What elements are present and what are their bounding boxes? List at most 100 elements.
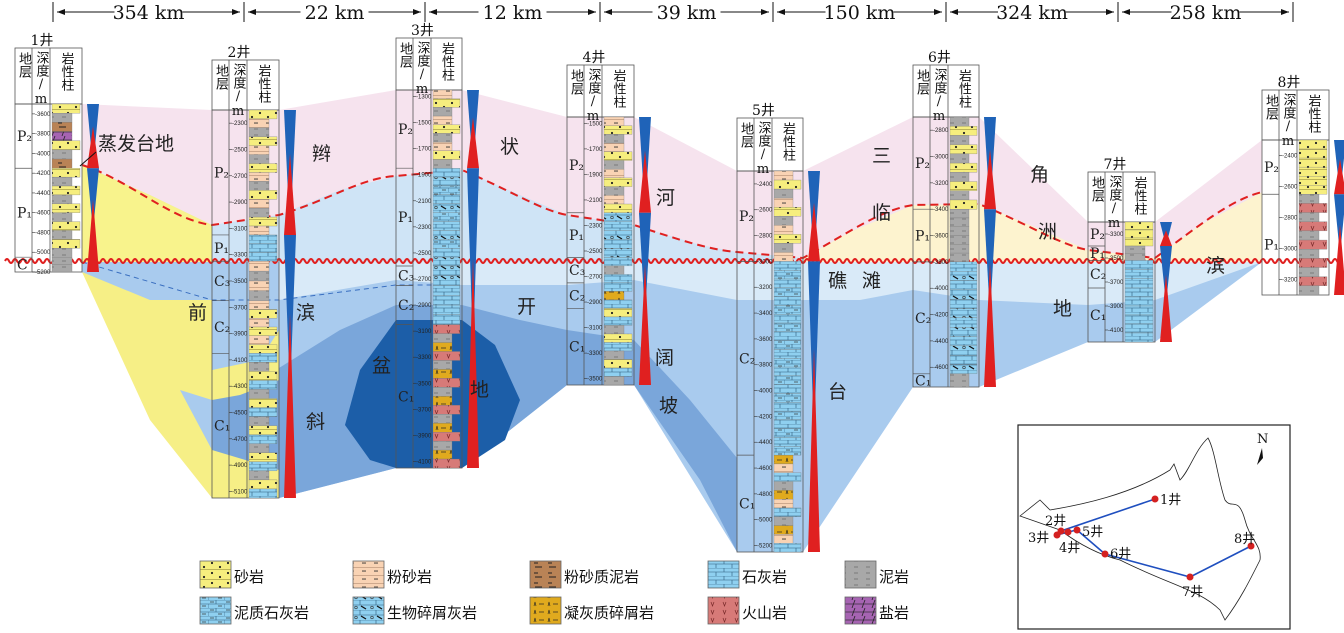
lithology-band-mudstone xyxy=(432,333,453,343)
lithology-band-mudstone xyxy=(949,172,970,182)
lithology-band-sandstone xyxy=(51,168,81,178)
stratum-label: C₁ xyxy=(214,419,230,435)
lithology-band-mudstone xyxy=(51,149,73,160)
depth-label: -2300 xyxy=(232,121,248,127)
depth-label: -2800 xyxy=(1282,216,1298,222)
lithology-band-sandstone xyxy=(432,124,461,134)
lithology-band-sandstone xyxy=(1124,221,1154,231)
column-header-stratum: 地层 xyxy=(397,42,413,69)
lithology-band-mudstone xyxy=(432,107,453,117)
lithology-band-mudstone xyxy=(773,216,794,226)
distance-label: 150 km xyxy=(824,2,896,24)
lithology-band-mudstone xyxy=(248,270,270,282)
depth-label: -3700 xyxy=(232,305,248,311)
lithology-band-limestone xyxy=(949,355,978,365)
lithology-band-sandstone xyxy=(1124,237,1154,247)
lithology-band-salt xyxy=(51,131,73,141)
legend-swatch xyxy=(352,596,385,625)
lithology-band-mudstone xyxy=(248,127,270,137)
lithology-band-mudstone xyxy=(773,516,794,526)
lithology-band-siltstone xyxy=(248,280,270,291)
column-header-depth: 深度/m xyxy=(586,68,602,124)
lithology-band-bioclastic-limestone xyxy=(949,345,978,356)
lithology-band-tuff xyxy=(432,369,453,379)
well-name: 8井 xyxy=(1278,75,1301,91)
map-well-label: 3井 xyxy=(1028,531,1049,546)
lithology-band-siltstone xyxy=(773,170,794,181)
lithology-band-sandstone xyxy=(603,203,633,213)
facies-label: 台 xyxy=(828,381,847,403)
depth-label: -3200 xyxy=(933,181,949,187)
north-label: N xyxy=(1257,432,1268,447)
lithology-band-mudstone xyxy=(1298,267,1320,277)
lithology-band-mudstone xyxy=(603,376,625,386)
lithology-band-limestone xyxy=(949,261,978,272)
legend-swatch xyxy=(844,596,877,625)
column-header-depth: 深度/m xyxy=(1281,93,1297,149)
column-header-depth: 深度/m xyxy=(231,63,247,119)
distance-label-bg xyxy=(114,2,183,22)
lithology-band-limestone xyxy=(603,274,633,284)
lithology-band-limestone xyxy=(1124,296,1154,307)
lithology-band-sandstone xyxy=(248,398,278,408)
depth-label: -3100 xyxy=(416,329,432,335)
lithology-band-limestone xyxy=(603,342,633,352)
regression-triangle-icon xyxy=(808,348,820,552)
distance-label-bg xyxy=(998,2,1066,22)
facies-foreshore-yellow xyxy=(82,272,279,498)
distance-label: 12 km xyxy=(483,2,543,24)
regression-triangle-icon xyxy=(284,153,296,235)
lithology-band-argillaceous-limestone xyxy=(773,428,802,438)
lithology-band-argillaceous-limestone xyxy=(773,287,802,297)
lithology-band-limestone xyxy=(773,507,802,517)
lithology-band-limestone xyxy=(773,384,802,394)
stratum-label: C₁ xyxy=(398,389,414,405)
column-header-depth: 深度/m xyxy=(756,121,772,177)
column-header-stratum: 地层 xyxy=(1089,176,1105,203)
depth-label: -2800 xyxy=(757,234,773,240)
lithology-band-limestone xyxy=(603,239,633,249)
facies-label: 滩 xyxy=(862,270,881,292)
stratum-label: P₁ xyxy=(1264,238,1279,254)
depth-label: -3200 xyxy=(1282,278,1298,284)
depth-label: -2300 xyxy=(587,223,603,229)
lithology-band-limestone xyxy=(773,419,802,429)
legend-item-sandstone: 砂岩 xyxy=(199,560,264,589)
lithology-band-sandstone xyxy=(1298,139,1328,150)
depth-label: -5200 xyxy=(35,270,51,276)
stratum-label: C₁ xyxy=(1090,308,1106,324)
lithology-band-siltstone xyxy=(248,172,270,182)
lithology-band-sandstone xyxy=(1298,176,1328,186)
column-header-stratum: 地层 xyxy=(1263,94,1279,121)
lithology-band-limestone xyxy=(773,437,802,447)
depth-label: -3800 xyxy=(757,363,773,369)
facies-label: 角 xyxy=(1030,164,1049,186)
lithology-band-limestone xyxy=(1124,323,1154,334)
depth-label: -2300 xyxy=(416,225,432,231)
depth-label: -3700 xyxy=(1108,280,1124,286)
lithology-band-bioclastic-limestone xyxy=(432,256,461,267)
lithology-band-argillaceous-limestone xyxy=(773,322,802,333)
depth-label: -4600 xyxy=(933,365,949,371)
lithology-band-mudstone xyxy=(1298,194,1320,204)
lithology-band-mudstone xyxy=(1298,249,1320,259)
depth-label: -1900 xyxy=(416,173,432,179)
depth-label: -2500 xyxy=(416,251,432,257)
stratum-label: P₂ xyxy=(214,165,229,181)
legend-label: 生物碎屑灰岩 xyxy=(387,604,477,622)
column-header-stratum: 地层 xyxy=(738,122,754,149)
stratum-label: P₂ xyxy=(915,156,930,172)
facies-label: 坡 xyxy=(659,395,678,417)
lithology-band-mudstone xyxy=(949,209,970,219)
legend-label: 粉砂岩 xyxy=(387,568,432,586)
regression-triangle-icon xyxy=(467,117,479,169)
lithology-band-sandstone xyxy=(1124,229,1154,239)
lithology-band-siltstone xyxy=(248,118,270,128)
lithology-band-mudstone xyxy=(1298,212,1320,222)
depth-label: -2100 xyxy=(416,199,432,205)
lithology-band-sandstone xyxy=(773,179,802,190)
lithology-band-mudstone xyxy=(248,470,270,481)
lithology-band-volcanic xyxy=(432,432,461,442)
